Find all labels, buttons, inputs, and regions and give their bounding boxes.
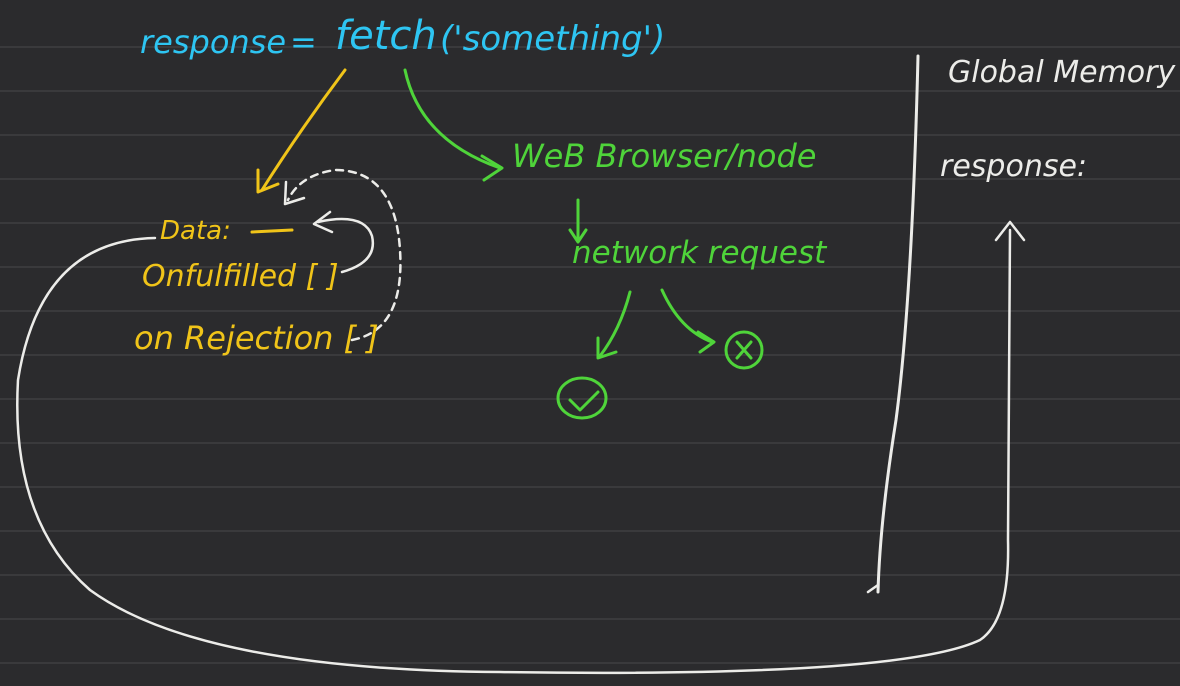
network-to-success-arrowhead	[596, 336, 618, 360]
global-memory-divider-tail	[866, 583, 880, 594]
browser-to-network-arrowhead	[568, 228, 588, 244]
code-argument: ('something')	[440, 19, 666, 59]
fulfilled-curl-arrowhead	[312, 210, 334, 234]
code-equals: =	[290, 23, 317, 61]
code-fetch: fetch	[335, 13, 437, 59]
success-checkmark	[568, 390, 600, 412]
failure-circle	[724, 330, 764, 370]
global-memory-response-entry: response:	[940, 149, 1088, 184]
promise-onrejection: on Rejection [ ]	[134, 319, 379, 357]
promise-onfulfilled: Onfulfilled [ ]	[142, 259, 339, 294]
rejection-dashed-loop	[286, 168, 402, 342]
network-to-failure-arrow	[660, 288, 714, 344]
fetch-to-browser-arrowhead	[480, 154, 504, 182]
code-lhs: response	[140, 23, 287, 61]
global-memory-title: Global Memory	[948, 55, 1176, 90]
web-browser-label: WeB Browser/node	[512, 137, 817, 175]
fetch-to-browser-arrow	[403, 68, 502, 170]
network-to-failure-arrowhead	[696, 330, 716, 354]
fetch-to-data-arrowhead	[256, 168, 280, 194]
rejection-dashed-arrowhead	[283, 180, 306, 206]
failure-cross	[735, 340, 753, 360]
network-request-label: network request	[572, 235, 827, 271]
promise-data-label: Data:	[160, 216, 231, 246]
data-to-memory-arrowhead	[994, 220, 1026, 242]
fetch-to-data-arrow	[260, 68, 347, 192]
network-to-success-arrow	[598, 290, 632, 358]
data-to-memory-loop	[16, 228, 1012, 675]
global-memory-divider	[876, 54, 920, 594]
fulfilled-curl-arrow	[316, 217, 375, 274]
success-circle	[556, 376, 608, 420]
data-value-dash	[250, 228, 294, 234]
